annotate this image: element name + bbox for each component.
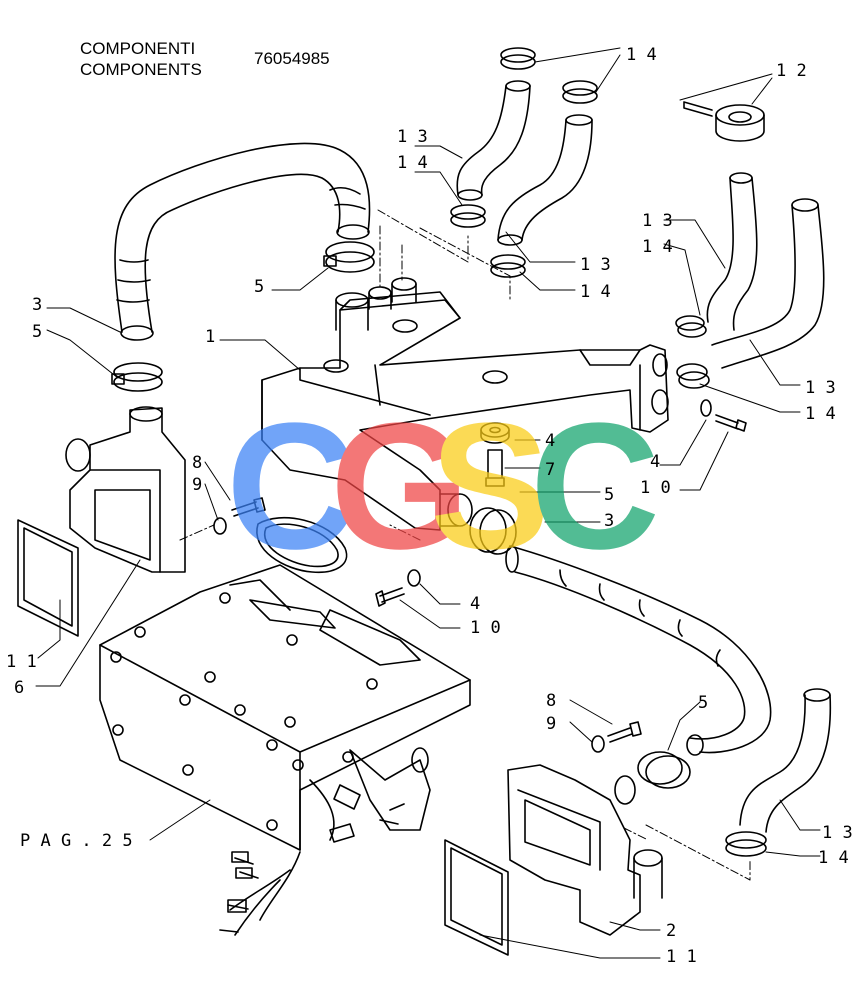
callout-9: 9 (546, 714, 556, 734)
manifold-1 (261, 277, 669, 531)
callout-11: 1 1 (6, 652, 37, 672)
gasket-11-left (17, 519, 79, 637)
callout-9: 9 (192, 475, 202, 495)
clamp-14-e (675, 315, 707, 338)
callout-14: 1 4 (626, 45, 657, 65)
callout-12: 1 2 (776, 61, 807, 81)
callout-1: 1 (205, 327, 215, 347)
watermark-letter-s: S (430, 386, 550, 587)
gasket-11-right (444, 839, 509, 956)
hose-13-right-a (706, 172, 758, 331)
callout-pag-25: P A G . 2 5 (20, 831, 133, 851)
clamp-5-mid (469, 507, 517, 555)
elbow-housing-2 (507, 764, 663, 936)
callout-3: 3 (604, 511, 614, 531)
callouts: 1 4 1 2 1 3 1 4 1 3 1 4 1 3 1 4 5 3 5 1 … (6, 45, 853, 967)
callout-8: 8 (192, 453, 202, 473)
callout-13: 1 3 (822, 823, 853, 843)
grommet-12 (683, 101, 765, 142)
callout-4: 4 (545, 431, 555, 451)
bolt-8-b (607, 721, 642, 743)
clamp-14-a (500, 47, 536, 70)
part-number: 76054985 (254, 49, 330, 68)
callout-14: 1 4 (805, 404, 836, 424)
callout-5: 5 (604, 485, 614, 505)
title-italian: COMPONENTI (80, 39, 196, 58)
callout-14: 1 4 (397, 153, 428, 173)
clamp-14-g (725, 831, 767, 857)
watermark-letter-c1: C (226, 386, 356, 587)
callout-13: 1 3 (397, 127, 428, 147)
clamp-14-f (676, 363, 710, 389)
callout-13: 1 3 (642, 211, 673, 231)
bolt-7 (485, 449, 505, 487)
hose-13-lower-right (739, 688, 832, 833)
callout-2: 2 (666, 921, 676, 941)
hose-13-top-right (497, 114, 593, 246)
washer-4-a (480, 422, 510, 444)
callout-7: 7 (545, 460, 555, 480)
hose-13-top-left (456, 80, 531, 201)
hose-13-right-b (711, 198, 825, 369)
bolt-10-b (375, 587, 405, 607)
callout-10: 1 0 (640, 478, 671, 498)
watermark-letter-g: G (330, 386, 470, 587)
callout-13: 1 3 (580, 255, 611, 275)
callout-13: 1 3 (805, 378, 836, 398)
clamp-5-upper (323, 241, 375, 273)
clamp-5-left (111, 362, 163, 392)
title-english: COMPONENTS (80, 60, 202, 79)
washer-9-b (591, 735, 605, 753)
callout-10: 1 0 (470, 618, 501, 638)
callout-5: 5 (698, 693, 708, 713)
callout-14: 1 4 (818, 848, 849, 868)
callout-14: 1 4 (642, 237, 673, 257)
bolt-8-a (231, 497, 266, 517)
callout-4: 4 (470, 594, 480, 614)
watermark-letter-c2: C (530, 386, 660, 587)
engine-head (99, 564, 471, 936)
callout-6: 6 (14, 678, 24, 698)
clamp-5-lower (637, 751, 691, 789)
washer-4-c (407, 569, 421, 587)
clamp-14-d (490, 254, 526, 278)
hose-3-lower (505, 545, 772, 756)
callout-5: 5 (254, 277, 264, 297)
clamp-14-c (450, 204, 486, 228)
gasket-oval (256, 516, 348, 574)
bolt-10-a (715, 414, 747, 432)
callout-14: 1 4 (580, 282, 611, 302)
washer-4-b (700, 399, 712, 417)
elbow-housing-6 (65, 406, 186, 573)
callout-5: 5 (32, 322, 42, 342)
clamp-14-b (562, 80, 598, 104)
watermark: C G S C (226, 386, 660, 587)
washer-9-a (213, 517, 227, 535)
callout-3: 3 (32, 295, 42, 315)
hose-3-left (114, 142, 371, 341)
callout-4: 4 (650, 452, 660, 472)
callout-8: 8 (546, 691, 556, 711)
callout-11: 1 1 (666, 947, 697, 967)
